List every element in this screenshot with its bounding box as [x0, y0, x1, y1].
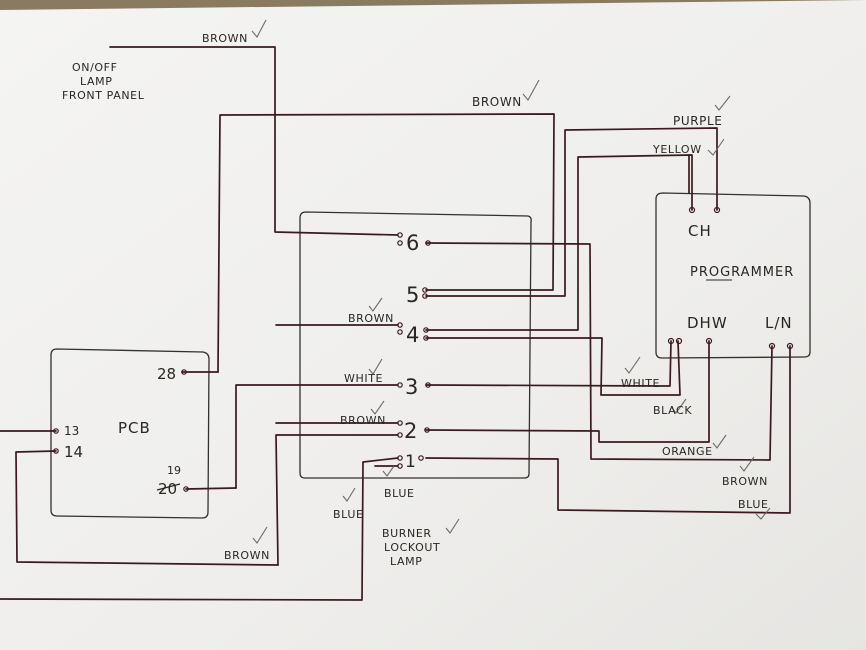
terminal-6: 6	[406, 231, 419, 255]
label-white-t3: WHITE	[344, 372, 383, 385]
programmer-ln: L/N	[765, 314, 793, 332]
label-yellow: YELLOW	[652, 143, 702, 156]
check-icon	[671, 398, 687, 414]
check-icon	[712, 434, 727, 449]
label-white-dhw: WHITE	[621, 377, 660, 390]
front-panel-line1: ON/OFF	[72, 61, 118, 74]
burner-lamp-line1: BURNER	[382, 527, 432, 540]
pcb-title: PCB	[118, 419, 151, 437]
burner-lamp-line3: LAMP	[390, 555, 422, 568]
terminal-5: 5	[406, 283, 419, 307]
component-outlines	[50, 192, 811, 519]
label-blue-t1: BLUE	[384, 487, 415, 500]
programmer-title: PROGRAMMER	[690, 265, 794, 280]
terminal-2: 2	[404, 419, 417, 443]
label-purple: PURPLE	[673, 114, 722, 128]
check-icon	[342, 487, 356, 502]
check-icon	[739, 456, 755, 472]
label-blue-left: BLUE	[333, 508, 364, 521]
pcb-pin-20-strike	[156, 483, 181, 491]
check-icon	[755, 507, 771, 520]
check-icon	[368, 358, 383, 375]
terminal-numbers: 6 5 4 3 2 1	[404, 231, 419, 472]
pcb-pin-14: 14	[64, 443, 83, 461]
terminal-dots	[53, 206, 794, 492]
programmer-box	[655, 192, 811, 359]
terminal-4: 4	[406, 323, 419, 347]
programmer-ch: CH	[688, 222, 712, 240]
label-brown-t2: BROWN	[340, 414, 386, 427]
check-marks	[251, 19, 771, 544]
check-icon	[252, 526, 268, 544]
check-icon	[707, 138, 725, 156]
pcb-box	[50, 348, 210, 519]
wire-labels: BROWN BROWN PURPLE YELLOW BROWN WHITE BR…	[202, 32, 769, 562]
check-icon	[370, 400, 385, 415]
check-icon	[714, 95, 731, 111]
burner-lamp-line2: LOCKOUT	[384, 541, 440, 554]
terminal-3: 3	[405, 375, 418, 399]
front-panel-line2: LAMP	[80, 75, 112, 88]
check-icon	[382, 465, 395, 477]
check-icon	[368, 297, 383, 312]
front-panel-line3: FRONT PANEL	[62, 89, 145, 102]
label-brown-ln: BROWN	[722, 475, 768, 488]
label-black: BLACK	[653, 404, 692, 417]
label-blue-ln: BLUE	[738, 498, 769, 511]
front-panel-label: ON/OFF LAMP FRONT PANEL	[62, 61, 145, 102]
check-icon	[445, 518, 460, 534]
terminal-block-box	[299, 211, 532, 479]
check-icon	[624, 356, 641, 374]
label-brown-t4: BROWN	[348, 312, 394, 325]
label-orange: ORANGE	[662, 445, 713, 458]
pcb-pin-28: 28	[157, 365, 176, 383]
pcb-labels: PCB 13 14 28 19 20	[64, 365, 181, 498]
burner-lamp-label: BURNER LOCKOUT LAMP	[382, 527, 440, 568]
pcb-pin-20: 20	[158, 480, 177, 498]
wires	[0, 46, 791, 601]
programmer-labels: PROGRAMMER CH DHW L/N	[687, 222, 794, 332]
label-brown-top: BROWN	[202, 32, 248, 45]
label-brown-bottom: BROWN	[224, 549, 270, 562]
pcb-pin-19: 19	[167, 464, 181, 477]
check-icon	[251, 19, 267, 38]
terminal-1: 1	[405, 452, 416, 472]
pcb-pin-13: 13	[64, 424, 79, 438]
programmer-dhw: DHW	[687, 314, 728, 332]
label-brown-upper: BROWN	[472, 95, 522, 109]
check-icon	[522, 79, 540, 101]
